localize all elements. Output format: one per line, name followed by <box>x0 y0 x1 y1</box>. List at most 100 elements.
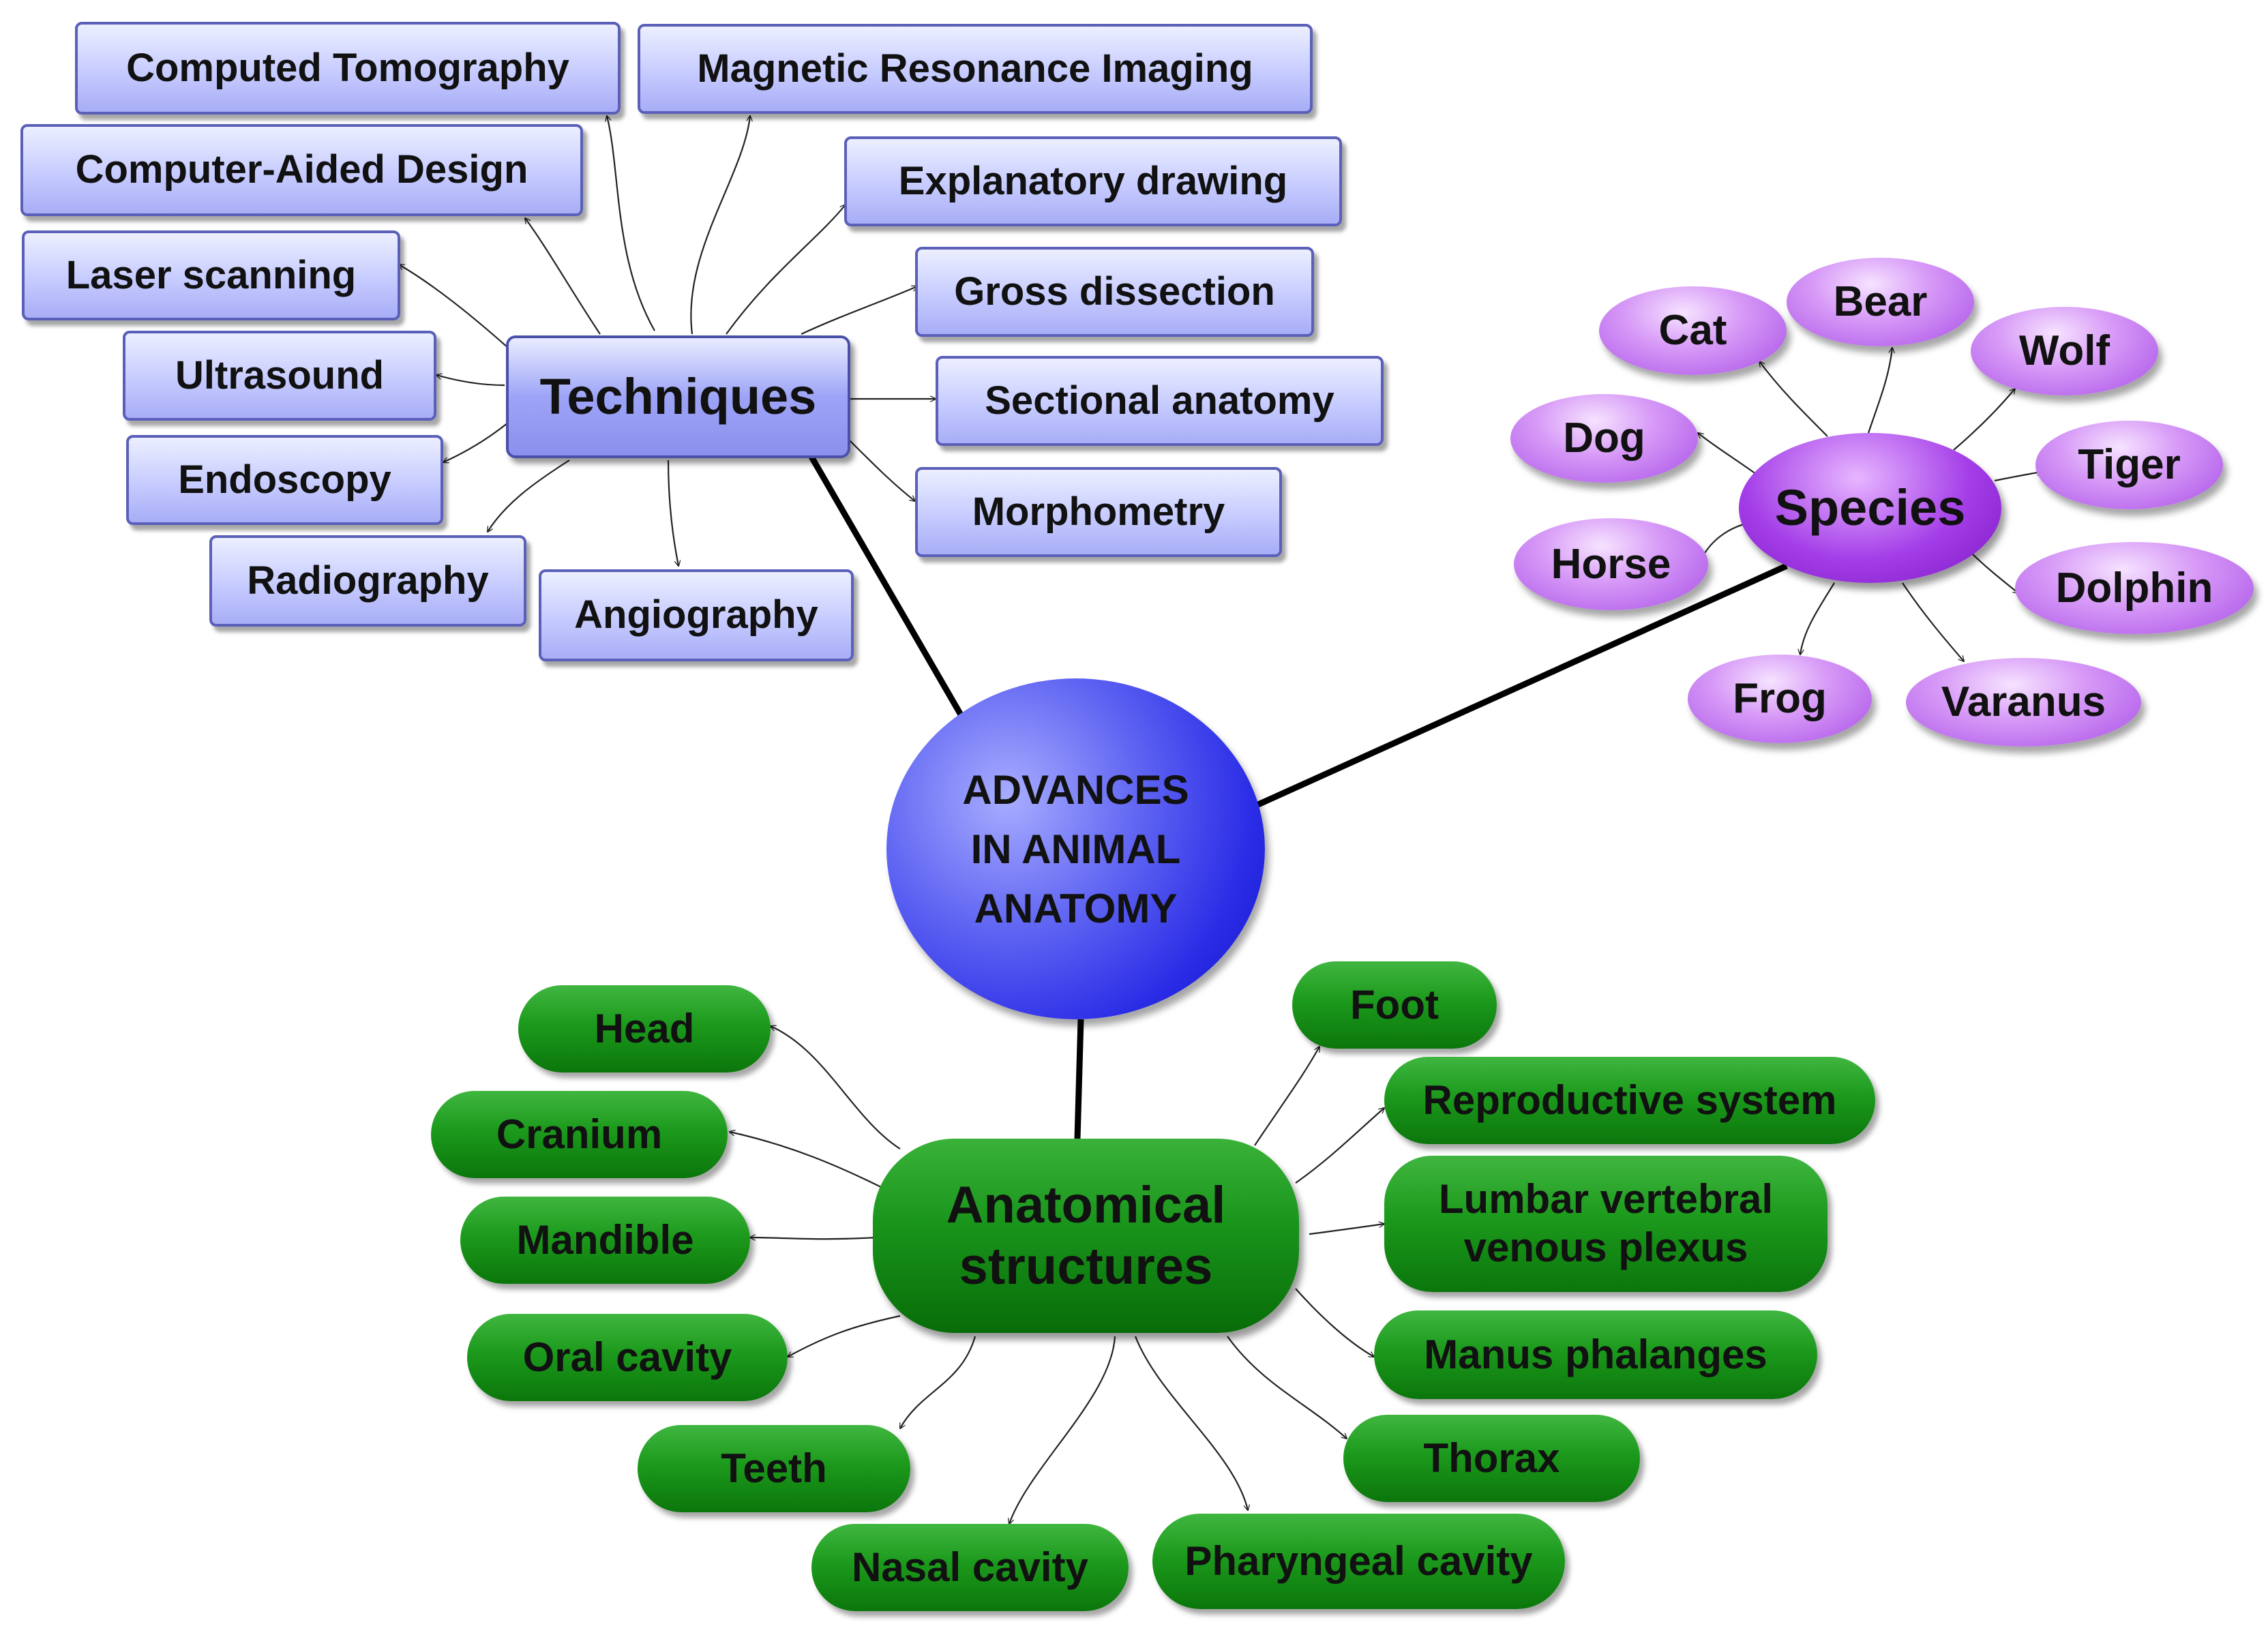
technique-label: Endoscopy <box>178 457 391 502</box>
species-dolphin: Dolphin <box>2015 542 2254 634</box>
technique-ultrasound: Ultrasound <box>123 331 436 421</box>
structure-manus-phalanges: Manus phalanges <box>1374 1310 1817 1399</box>
structure-reproductive-system: Reproductive system <box>1384 1057 1875 1144</box>
technique-computer-aided-design: Computer-Aided Design <box>20 124 583 216</box>
link-dog <box>1698 433 1757 475</box>
link-angiography <box>667 460 678 566</box>
link-computed-tomography <box>607 116 655 331</box>
technique-label: Angiography <box>574 592 818 638</box>
technique-computed-tomography: Computed Tomography <box>75 22 621 115</box>
species-bear: Bear <box>1787 258 1974 346</box>
technique-label: Computer-Aided Design <box>75 147 528 192</box>
link-lumbar-plexus <box>1309 1224 1384 1235</box>
technique-gross-dissection: Gross dissection <box>915 247 1314 337</box>
species-wolf: Wolf <box>1971 307 2158 395</box>
structure-thorax: Thorax <box>1343 1415 1640 1502</box>
structure-label: Cranium <box>496 1111 663 1157</box>
technique-angiography: Angiography <box>539 569 854 661</box>
species-frog: Frog <box>1688 655 1872 743</box>
technique-label: Sectional anatomy <box>985 378 1334 423</box>
species-label: Cat <box>1658 307 1727 355</box>
structure-lumbar-vertebral-venous-plexus: Lumbar vertebral venous plexus <box>1384 1156 1827 1292</box>
technique-label: Explanatory drawing <box>898 158 1288 203</box>
link-teeth <box>900 1336 976 1428</box>
technique-label: Morphometry <box>972 489 1225 534</box>
link-explanatory-drawing <box>726 205 846 335</box>
technique-label: Ultrasound <box>175 352 385 397</box>
species-label: Horse <box>1551 540 1671 588</box>
center-to-anatomical-line <box>1074 1019 1084 1139</box>
technique-label: Laser scanning <box>65 252 357 297</box>
link-nasal-cavity <box>1009 1336 1116 1524</box>
technique-label: Gross dissection <box>954 269 1275 314</box>
technique-label: Radiography <box>247 558 489 603</box>
link-thorax <box>1227 1336 1347 1439</box>
technique-explanatory-drawing: Explanatory drawing <box>844 136 1342 226</box>
link-foot <box>1254 1047 1319 1146</box>
link-morphometry <box>848 439 915 501</box>
structure-nasal-cavity: Nasal cavity <box>811 1524 1129 1611</box>
link-manus-phalanges <box>1295 1288 1374 1357</box>
structure-foot: Foot <box>1292 961 1497 1049</box>
center-to-techniques-line <box>809 455 964 718</box>
techniques-hub: Techniques <box>506 335 850 458</box>
structure-pharyngeal-cavity: Pharyngeal cavity <box>1152 1514 1565 1609</box>
link-ultrasound <box>436 375 505 387</box>
link-reproductive-system <box>1295 1108 1384 1184</box>
species-label: Wolf <box>2018 327 2110 375</box>
technique-laser-scanning: Laser scanning <box>22 230 400 320</box>
structure-label: Head <box>594 1005 695 1051</box>
species-varanus: Varanus <box>1906 658 2141 747</box>
structure-mandible: Mandible <box>460 1197 750 1284</box>
species-label: Bear <box>1833 278 1928 326</box>
structure-label: Oral cavity <box>522 1334 732 1380</box>
link-laser-scanning <box>399 265 509 348</box>
link-oral-cavity <box>788 1315 901 1357</box>
structure-label: Mandible <box>516 1216 694 1263</box>
structure-cranium: Cranium <box>431 1091 728 1178</box>
technique-sectional-anatomy: Sectional anatomy <box>936 356 1384 446</box>
link-mri <box>690 116 750 335</box>
species-horse: Horse <box>1514 518 1708 610</box>
center-to-species-line <box>1257 562 1788 808</box>
structure-label: Foot <box>1350 981 1439 1028</box>
species-dog: Dog <box>1510 394 1698 483</box>
structure-oral-cavity: Oral cavity <box>467 1314 788 1401</box>
technique-magnetic-resonance-imaging: Magnetic Resonance Imaging <box>638 24 1313 114</box>
structure-label: Lumbar vertebral venous plexus <box>1438 1176 1774 1270</box>
anatomical-structures-hub: Anatomical structures <box>873 1139 1299 1333</box>
structure-label: Pharyngeal cavity <box>1184 1537 1533 1584</box>
link-cad <box>525 218 601 335</box>
link-frog <box>1800 582 1835 655</box>
technique-radiography: Radiography <box>209 535 526 627</box>
link-bear <box>1867 348 1892 434</box>
link-gross-dissection <box>801 286 917 335</box>
structure-label: Manus phalanges <box>1424 1331 1767 1377</box>
technique-endoscopy: Endoscopy <box>126 435 443 525</box>
structure-head: Head <box>518 985 771 1072</box>
central-topic-line-3: ANATOMY <box>974 885 1178 931</box>
link-tiger <box>1994 472 2042 482</box>
structure-label: Thorax <box>1423 1435 1560 1481</box>
central-topic-line-1: ADVANCES <box>962 766 1189 813</box>
central-topic-line-2: IN ANIMAL <box>970 826 1181 872</box>
species-hub-label: Species <box>1774 479 1966 537</box>
structure-label: Teeth <box>721 1445 827 1491</box>
species-tiger: Tiger <box>2035 421 2223 509</box>
link-endoscopy <box>443 422 509 462</box>
anatomical-structures-hub-label: Anatomical structures <box>946 1175 1226 1295</box>
link-wolf <box>1953 389 2015 451</box>
species-label: Tiger <box>2078 441 2181 489</box>
link-head <box>771 1026 901 1150</box>
technique-label: Computed Tomography <box>126 45 569 90</box>
structure-label: Reproductive system <box>1422 1077 1837 1123</box>
link-cat <box>1759 361 1828 437</box>
species-hub: Species <box>1739 433 2001 583</box>
species-cat: Cat <box>1599 286 1787 375</box>
technique-morphometry: Morphometry <box>915 467 1282 557</box>
link-dolphin <box>1970 552 2018 593</box>
techniques-hub-label: Techniques <box>539 368 817 425</box>
link-pharyngeal-cavity <box>1134 1336 1248 1510</box>
